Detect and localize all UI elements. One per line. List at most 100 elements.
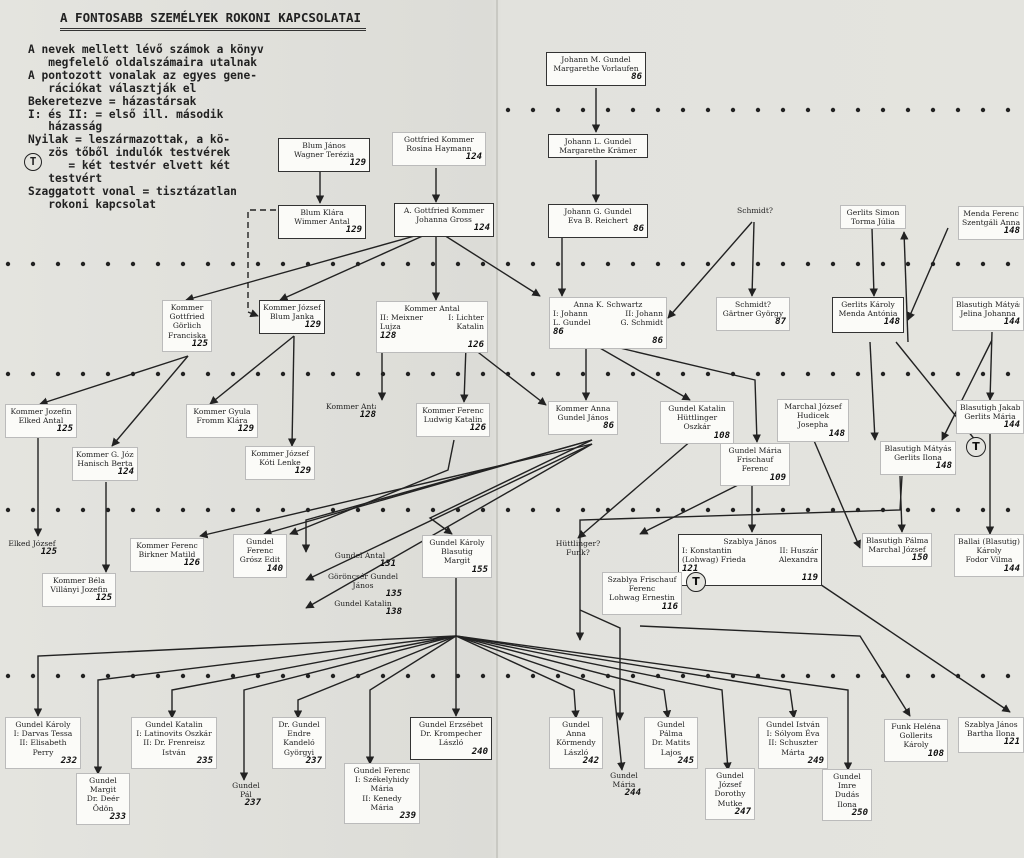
generation-dot [505, 673, 511, 679]
page-number: 235 [196, 755, 213, 766]
person-name-line: Frischauf [736, 455, 774, 465]
generation-dot [30, 371, 36, 377]
generation-dot [630, 673, 636, 679]
spouse-line: II: Huszár [779, 546, 818, 556]
generation-dot [255, 507, 261, 513]
person-name-line: Göröncsér Gundel [327, 572, 399, 581]
person-name-line: Gerlits Simon [846, 208, 900, 217]
legend-line: zös tőből indulók testvérek [28, 146, 231, 160]
person-name-line: Anna K. Schwartz [573, 300, 643, 309]
spouse-line: I: Johann [553, 309, 588, 319]
person-node-schmidt-q: Schmidt? [732, 204, 778, 218]
generation-dot [205, 261, 211, 267]
legend-line: Nyilak = leszármazottak, a kö- [28, 133, 231, 147]
generation-dot [730, 507, 736, 513]
descent-arrow [667, 221, 753, 319]
person-name-line: Blum Klára [300, 208, 344, 217]
generation-dot [805, 107, 811, 113]
person-name-line: II: Elisabeth [19, 738, 67, 748]
person-name-line: Kommer Béla [52, 576, 105, 585]
person-name-line: Kommer József [251, 449, 309, 458]
descent-arrow [748, 221, 757, 297]
spouse-line: Lujza [380, 322, 401, 332]
person-name-line: A. Gottfried Kommer [403, 206, 485, 215]
generation-dot [530, 507, 536, 513]
generation-dot [205, 673, 211, 679]
person-name-line: Gundel [89, 776, 117, 785]
person-name-line: Pál [240, 790, 252, 800]
person-name-line: Dr. Gundel [278, 720, 320, 729]
generation-dot [555, 107, 561, 113]
page-number: 129 [294, 466, 311, 477]
generation-dot [55, 673, 61, 679]
person-name-line: Szablya János [964, 720, 1018, 729]
generation-dot [105, 507, 111, 513]
person-name-line: Gundel Katalin [668, 404, 726, 413]
person-name-line: Gärtner György [722, 309, 784, 319]
generation-dot [555, 673, 561, 679]
person-name-line: Ballai (Blasutig) [958, 537, 1020, 546]
person-name-line: Eva B. Reichert [567, 216, 629, 226]
generation-dot [80, 673, 86, 679]
person-name-line: Gottfried [169, 312, 205, 322]
generation-dot [980, 371, 986, 377]
person-name-line: Gundel [833, 772, 861, 781]
generation-dot [805, 371, 811, 377]
person-name-line: I: Latinovits Oszkár [136, 729, 212, 739]
person-name-line: Kommer [170, 303, 204, 312]
person-name-line: Kandeló [283, 738, 315, 748]
descent-arrow [986, 331, 995, 401]
descent-arrow [239, 635, 457, 781]
generation-dot [180, 261, 186, 267]
page-number: 109 [769, 472, 786, 483]
person-name-line: Gerlits Károly [841, 300, 895, 309]
generation-dot [830, 261, 836, 267]
generation-dot [155, 673, 161, 679]
person-name-line: Jelina Johanna [960, 309, 1016, 319]
generation-dot [305, 371, 311, 377]
generation-dot [30, 507, 36, 513]
person-name-line: Torma Júlia [850, 217, 896, 227]
person-name-line: Gundel [610, 771, 638, 780]
person-name-line: József [718, 780, 742, 790]
generation-dot [580, 261, 586, 267]
person-name-line: Ödön [92, 803, 114, 813]
generation-dot [455, 261, 461, 267]
generation-dot [605, 261, 611, 267]
generation-dot [680, 261, 686, 267]
generation-dot [55, 261, 61, 267]
generation-dot [805, 673, 811, 679]
generation-dot [105, 673, 111, 679]
generation-dot [5, 507, 11, 513]
descent-arrow [185, 229, 437, 303]
descent-arrow [585, 339, 761, 443]
person-name-line: Blum János [302, 141, 346, 150]
person-name-line: Hanisch Berta [77, 459, 133, 469]
descent-arrow [435, 229, 541, 297]
page-number: 250 [851, 807, 868, 818]
page-number: 148 [935, 461, 952, 472]
generation-dot [730, 107, 736, 113]
person-name-line: I: Darvas Tessa [13, 729, 73, 739]
person-name-line: Dr. Matits [651, 738, 691, 748]
person-name-line: Ludwig Katalin [423, 415, 483, 425]
generation-dot [55, 371, 61, 377]
page-number: 237 [305, 755, 322, 766]
generation-dot [180, 507, 186, 513]
generation-dot [905, 371, 911, 377]
generation-dot [830, 507, 836, 513]
generation-dot [380, 507, 386, 513]
page-number: 232 [60, 755, 77, 766]
page-number: 108 [713, 430, 730, 441]
